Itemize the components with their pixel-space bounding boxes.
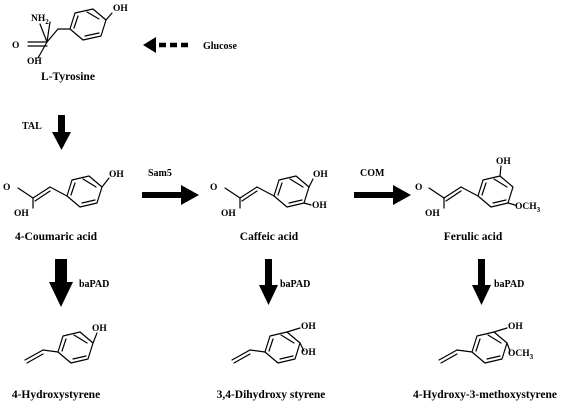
tyrosine-oh: OH: [113, 4, 128, 14]
ferulic-carboxyl-oh: OH: [425, 209, 440, 219]
label-bapad-1: baPAD: [79, 279, 109, 290]
tyrosine-carboxyl-oh: OH: [27, 57, 42, 67]
label-4-hydroxy-3-methoxystyrene: 4-Hydroxy-3-methoxystyrene: [413, 389, 557, 401]
label-ferulic-acid: Ferulic acid: [444, 231, 503, 243]
methoxystyrene-och3: OCH3: [508, 349, 534, 361]
bapad-arrow-3: [472, 259, 491, 305]
label-4-coumaric-acid: 4-Coumaric acid: [15, 231, 98, 243]
tyrosine-structure: [27, 8, 113, 59]
ferulic-oh: OH: [496, 157, 511, 167]
com-arrow: [354, 185, 411, 205]
caffeic-oh-1: OH: [313, 170, 328, 180]
bapad-arrow-2: [259, 259, 278, 305]
coumaric-oh: OH: [109, 170, 124, 180]
hydroxystyrene-structure: [24, 331, 98, 364]
label-4-hydroxystyrene: 4-Hydroxystyrene: [12, 389, 100, 401]
coumaric-structure: [17, 175, 110, 209]
methoxystyrene-structure: [438, 327, 511, 364]
label-sam5: Sam5: [148, 168, 172, 179]
coumaric-carboxyl-oh: OH: [14, 209, 29, 219]
dihydroxystyrene-structure: [231, 327, 305, 364]
label-bapad-2: baPAD: [280, 279, 310, 290]
label-com: COM: [360, 168, 385, 179]
coumaric-o: O: [3, 183, 10, 193]
ferulic-och3: OCH3: [515, 202, 541, 214]
glucose-arrowhead: [143, 37, 156, 53]
ferulic-o: O: [415, 183, 422, 193]
sam5-arrow: [142, 185, 199, 205]
bapad-arrow-1: [49, 259, 73, 307]
hydroxystyrene-oh: OH: [92, 324, 107, 334]
label-glucose: Glucose: [203, 41, 237, 52]
label-tal: TAL: [22, 121, 42, 132]
label-l-tyrosine: L-Tyrosine: [41, 71, 95, 83]
dihydroxystyrene-oh-1: OH: [301, 322, 316, 332]
label-bapad-3: baPAD: [494, 279, 524, 290]
caffeic-o: O: [210, 183, 217, 193]
dihydroxystyrene-oh-2: OH: [301, 348, 316, 358]
label-caffeic-acid: Caffeic acid: [240, 231, 299, 243]
tyrosine-o: O: [12, 41, 19, 51]
ferulic-structure: [428, 165, 516, 209]
caffeic-carboxyl-oh: OH: [221, 209, 236, 219]
tal-arrow: [52, 115, 71, 150]
label-3-4-dihydroxy-styrene: 3,4-Dihydroxy styrene: [217, 389, 326, 401]
caffeic-structure: [224, 175, 314, 209]
tyrosine-nh2: NH2: [31, 14, 49, 26]
methoxystyrene-oh: OH: [508, 322, 523, 332]
caffeic-oh-2: OH: [312, 201, 327, 211]
